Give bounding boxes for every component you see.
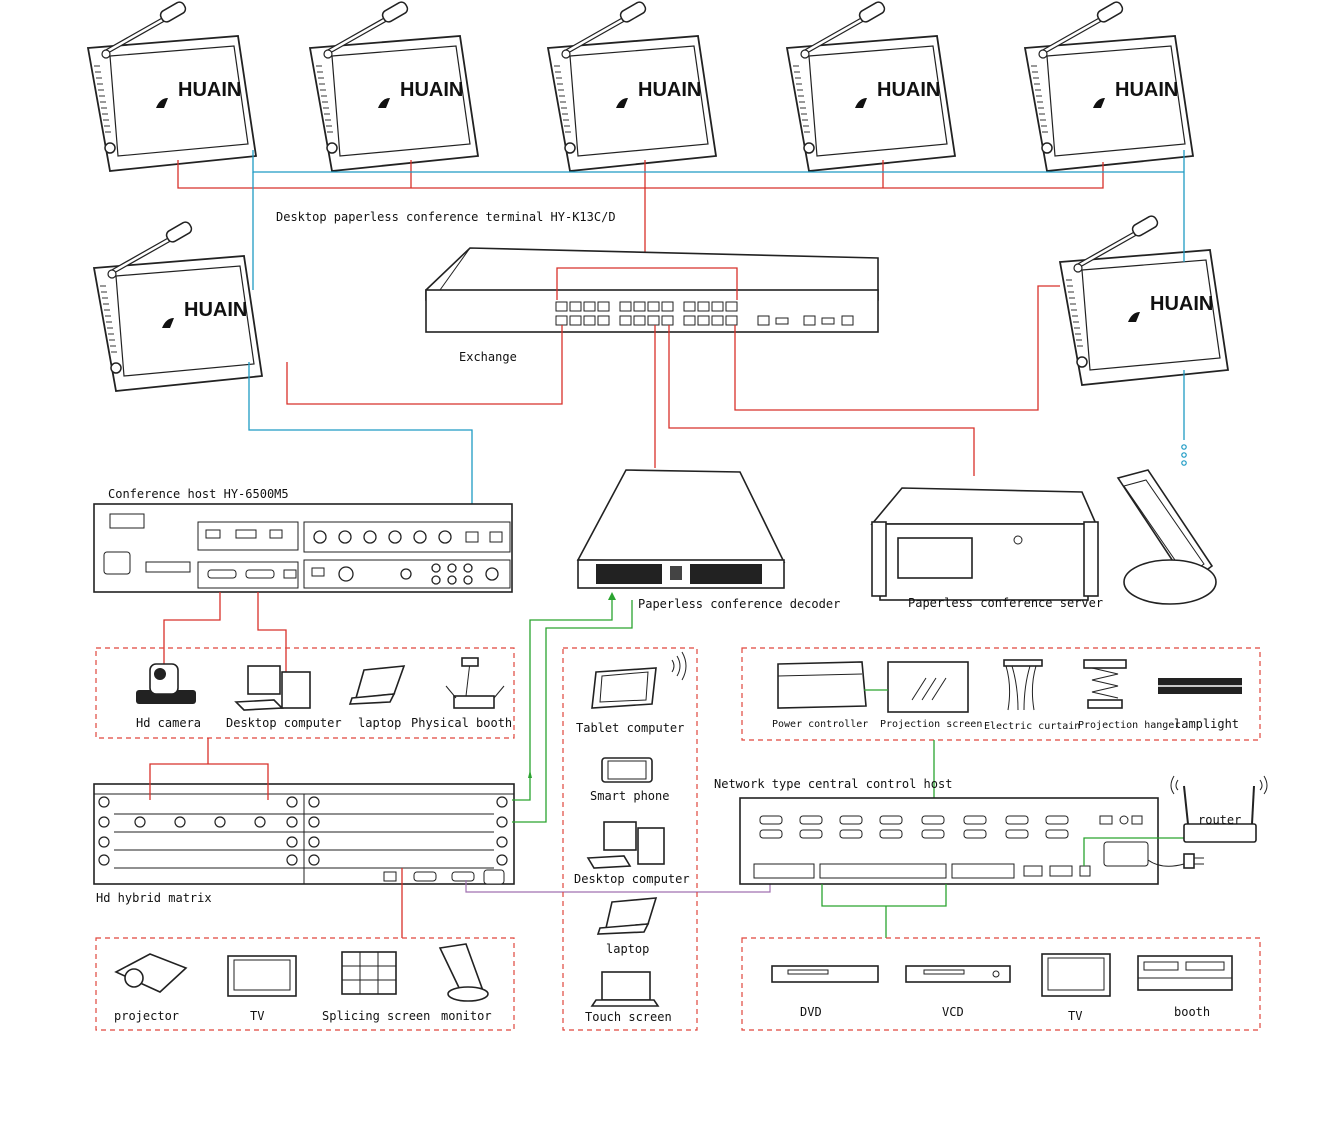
brand-logo: HUAIN [1150, 293, 1213, 315]
conference-host [93, 503, 513, 593]
host-lines [163, 592, 287, 672]
brand-logo: HUAIN [184, 299, 247, 321]
matrix-label: Hd hybrid matrix [96, 891, 212, 905]
group-displays [95, 937, 515, 1031]
splicing-screen-icon [341, 951, 397, 995]
monitor-icon [438, 943, 489, 1002]
central-control-host [739, 797, 1159, 885]
group-playback [741, 937, 1261, 1031]
group-mobile [562, 647, 698, 1031]
touch-screen-label: Touch screen [585, 1010, 672, 1024]
physical-booth-label: Physical booth [411, 716, 512, 730]
projection-screen-label: Projection screen [880, 719, 982, 730]
physical-booth-icon [445, 657, 505, 709]
terminal-2: HUAIN [310, 0, 478, 171]
server-label: Paperless conference server [908, 596, 1103, 610]
projection-screen-icon [887, 661, 969, 713]
exchange-switch [425, 247, 879, 333]
terminal-1: HUAIN [88, 0, 256, 171]
lamplight-label: lamplight [1174, 717, 1239, 731]
switch-ports [555, 301, 854, 326]
smart-phone-icon [601, 757, 653, 783]
projection-hanger-icon [1083, 659, 1127, 709]
laptop-2-icon [596, 897, 658, 935]
group-controlled [741, 647, 1261, 741]
splicing-screen-label: Splicing screen [322, 1009, 430, 1023]
group-sources [95, 647, 515, 739]
booth-label: booth [1174, 1005, 1210, 1019]
desktop-computer-icon [234, 665, 311, 711]
projection-hanger-label: Projection hanger [1078, 720, 1180, 731]
vcd-icon [905, 965, 1011, 983]
matrix-loop-line [149, 763, 269, 800]
dvd-icon [771, 965, 879, 983]
desktop-computer-label: Desktop computer [226, 716, 342, 730]
brand-logo: HUAIN [400, 79, 463, 101]
tv-label: TV [250, 1009, 264, 1023]
exchange-lines [248, 285, 1187, 540]
decoder-label: Paperless conference decoder [638, 597, 840, 611]
brand-logo: HUAIN [638, 79, 701, 101]
tablet-icon [591, 651, 687, 709]
electric-curtain-label: Electric curtain [984, 721, 1080, 732]
laptop-2-label: laptop [606, 942, 649, 956]
electric-curtain-icon [1003, 659, 1043, 711]
tablet-label: Tablet computer [576, 721, 684, 735]
desktop-computer-2-label: Desktop computer [574, 872, 690, 886]
power-controller-label: Power controller [772, 719, 868, 730]
tv-icon [227, 955, 297, 997]
terminal-7: HUAIN [1060, 214, 1228, 385]
laptop-label: laptop [358, 716, 401, 730]
smart-phone-label: Smart phone [590, 789, 669, 803]
power-plug-icon [1147, 853, 1204, 869]
central-control-label: Network type central control host [714, 777, 952, 791]
laptop-icon [348, 665, 406, 705]
vcd-label: VCD [942, 1005, 964, 1019]
terminal-4: HUAIN [787, 0, 955, 171]
monitor-label: monitor [441, 1009, 492, 1023]
terminal-label: Desktop paperless conference terminal HY… [276, 210, 616, 224]
exchange-label: Exchange [459, 350, 517, 364]
control-lines [512, 592, 633, 823]
tv-2-icon [1041, 953, 1111, 997]
projector-icon [114, 953, 188, 993]
decoder [576, 469, 786, 589]
host-label: Conference host HY-6500M5 [108, 487, 289, 501]
top-bus-lines [177, 150, 1185, 290]
terminal-6: HUAIN [94, 220, 262, 391]
hd-hybrid-matrix [93, 783, 515, 885]
terminal-5: HUAIN [1025, 0, 1193, 171]
hd-camera-icon [136, 663, 196, 704]
brand-logo: HUAIN [1115, 79, 1178, 101]
power-controller-icon [777, 661, 867, 709]
booth-icon [1137, 955, 1233, 991]
terminal-3: HUAIN [548, 0, 716, 171]
brand-logo: HUAIN [877, 79, 940, 101]
hd-camera-label: Hd camera [136, 716, 201, 730]
lamplight-icon [1158, 678, 1242, 694]
projector-label: projector [114, 1009, 179, 1023]
dvd-label: DVD [800, 1005, 822, 1019]
router-label: router [1198, 813, 1241, 827]
server [870, 469, 1217, 605]
router-icon [1170, 775, 1268, 843]
brand-logo: HUAIN [178, 79, 241, 101]
desktop-computer-2-icon [586, 821, 665, 869]
tv-2-label: TV [1068, 1009, 1082, 1023]
touch-screen-icon [590, 971, 660, 1007]
